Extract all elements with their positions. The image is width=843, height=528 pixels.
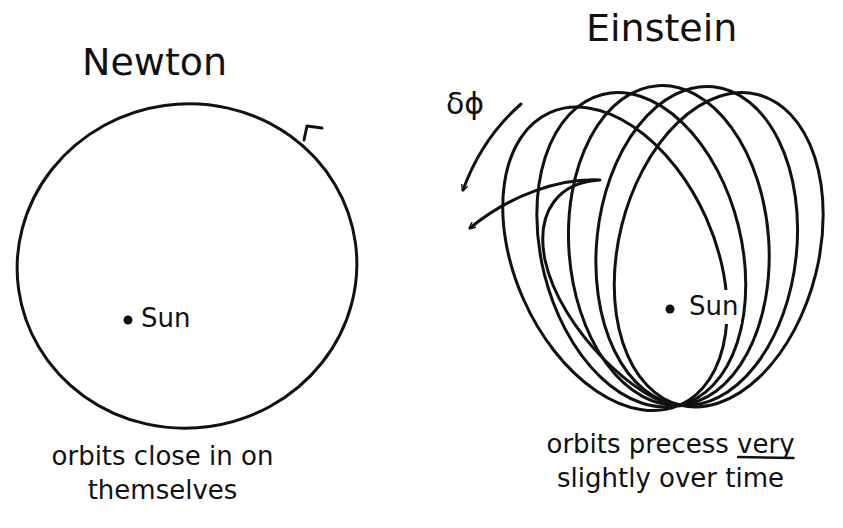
panel-heading: Einstein — [586, 4, 737, 53]
caption: orbits close in on themselves — [35, 440, 290, 508]
caption: orbits precess very slightly over time — [518, 428, 823, 496]
sun-label: Sun — [141, 302, 190, 336]
precessing-orbits — [458, 70, 843, 445]
sun-dot — [124, 316, 133, 325]
panel-heading: Newton — [82, 38, 227, 87]
partial-orbit-arrow — [470, 180, 680, 406]
closed-orbit — [0, 82, 378, 450]
direction-arrow — [304, 126, 322, 140]
sun-dot — [666, 305, 675, 314]
sun-label: Sun — [686, 290, 741, 324]
angle-label: δϕ — [446, 84, 484, 123]
